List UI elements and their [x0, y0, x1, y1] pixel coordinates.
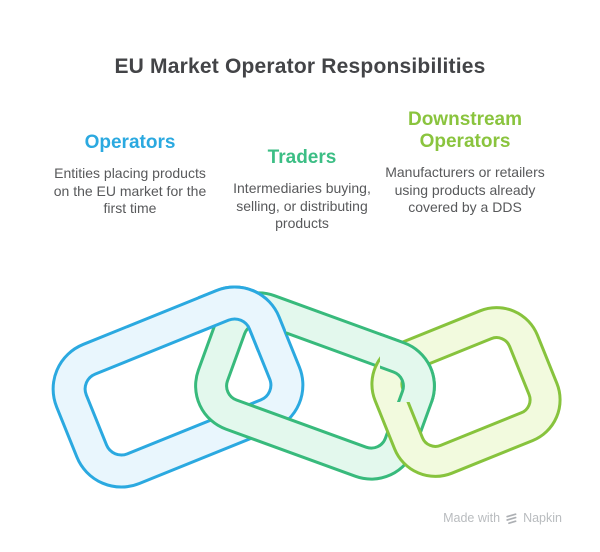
column-description: Entities placing products on the EU mark… — [53, 165, 207, 216]
column-heading: Downstream Operators — [407, 109, 523, 152]
made-with-label: Made with — [443, 511, 501, 525]
column-heading: Operators — [84, 132, 176, 153]
napkin-brand-label: Napkin — [523, 511, 562, 525]
diagram-title: EU Market Operator Responsibilities — [114, 55, 486, 78]
column-description: Manufacturers or retailers using product… — [385, 164, 545, 215]
column-description: Intermediaries buying, selling, or distr… — [233, 180, 371, 231]
column-operators: Operators Entities placing products on t… — [45, 132, 215, 218]
column-downstream-operators: Downstream Operators Manufacturers or re… — [380, 109, 550, 217]
column-traders: Traders Intermediaries buying, selling, … — [217, 147, 387, 233]
column-heading: Traders — [267, 147, 337, 168]
napkin-logo-icon — [506, 512, 517, 524]
napkin-attribution[interactable]: Made with Napkin — [443, 511, 562, 525]
